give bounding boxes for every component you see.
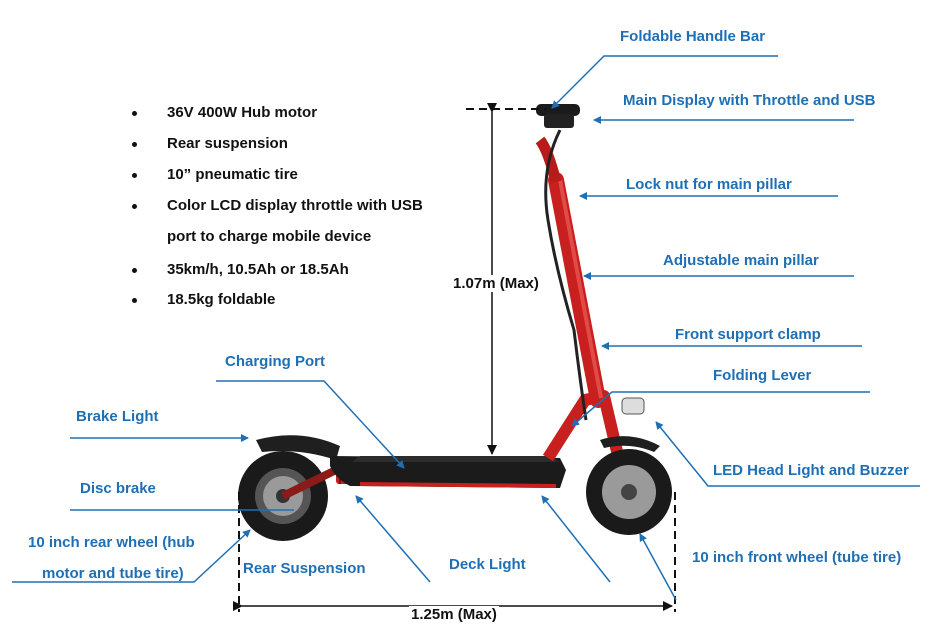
bullet [132, 204, 137, 209]
label-rear-wheel-line1: 10 inch rear wheel (hub [28, 534, 195, 551]
spec-item: 18.5kg foldable [167, 291, 276, 308]
rear-fender [256, 435, 340, 460]
leader-lines [12, 55, 920, 601]
spec-item: Color LCD display throttle with USB [167, 197, 423, 214]
bullet [132, 111, 137, 116]
deck [330, 456, 566, 488]
label-charging-port: Charging Port [225, 353, 325, 370]
label-head-light: LED Head Light and Buzzer [713, 462, 909, 479]
bullet [132, 298, 137, 303]
bullet [132, 142, 137, 147]
label-deck-light: Deck Light [449, 556, 526, 573]
label-handle-bar: Foldable Handle Bar [620, 28, 766, 45]
spec-item-continued: port to charge mobile device [167, 228, 372, 245]
label-folding-lever: Folding Lever [713, 367, 812, 384]
spec-item: Rear suspension [167, 135, 288, 152]
spec-item: 10” pneumatic tire [167, 166, 298, 183]
label-front-clamp: Front support clamp [675, 326, 821, 343]
length-dimension-label: 1.25m (Max) [409, 606, 499, 623]
label-rear-suspension: Rear Suspension [243, 560, 366, 577]
spec-item: 35km/h, 10.5Ah or 18.5Ah [167, 261, 349, 278]
spec-item: 36V 400W Hub motor [167, 104, 318, 121]
label-front-wheel: 10 inch front wheel (tube tire) [692, 549, 902, 566]
label-brake-light: Brake Light [76, 408, 159, 425]
label-lock-nut: Lock nut for main pillar [626, 176, 792, 193]
bullet [132, 173, 137, 178]
label-adjustable-pillar: Adjustable main pillar [663, 252, 819, 269]
head-light [621, 397, 645, 415]
label-main-display: Main Display with Throttle and USB [623, 92, 876, 109]
bullet [132, 268, 137, 273]
height-dimension-label: 1.07m (Max) [451, 275, 541, 292]
label-disc-brake: Disc brake [80, 480, 156, 497]
label-rear-wheel-line2: motor and tube tire) [42, 565, 184, 582]
main-pillar [548, 172, 606, 408]
scooter [238, 104, 672, 541]
